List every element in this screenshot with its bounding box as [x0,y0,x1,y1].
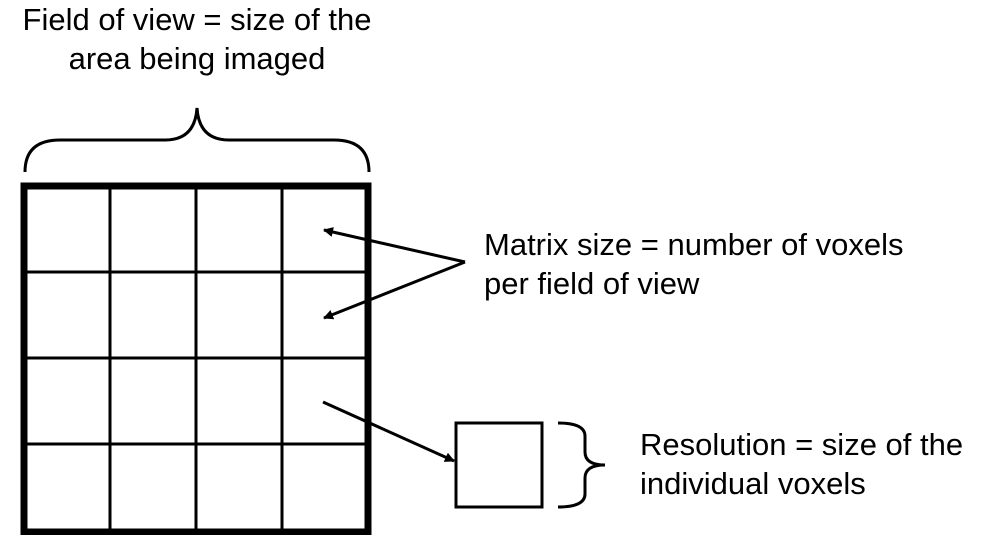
field-of-view-label: Field of view = size of the area being i… [0,0,404,78]
matrix-size-label: Matrix size = number of voxels per field… [484,225,904,303]
resolution-label-line2: individual voxels [640,466,866,501]
matrix-size-label-line2: per field of view [484,266,700,301]
matrix-size-arrow-lower [323,260,466,320]
single-voxel [454,421,544,509]
resolution-label: Resolution = size of the individual voxe… [640,425,963,503]
field-of-view-label-line1: Field of view = size of the [22,2,372,37]
matrix-size-label-line1: Matrix size = number of voxels [484,227,904,262]
field-of-view-brace [23,107,371,173]
voxel-arrow [322,400,455,463]
field-of-view-label-line2: area being imaged [68,41,326,76]
matrix-size-arrow-upper [323,227,466,264]
resolution-brace [557,421,606,509]
resolution-label-line1: Resolution = size of the [640,427,964,462]
matrix-size-arrows [323,227,466,320]
matrix-border [20,182,372,535]
matrix-grid-lines [25,187,367,531]
